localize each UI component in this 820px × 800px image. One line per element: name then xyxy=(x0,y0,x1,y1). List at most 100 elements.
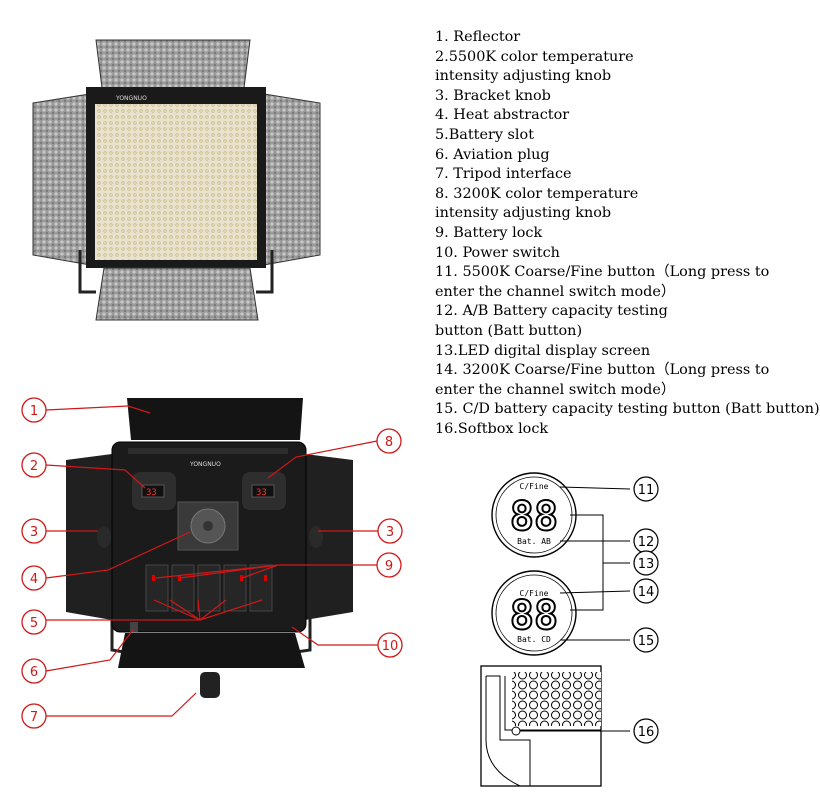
svg-text:14: 14 xyxy=(638,585,655,600)
battery-slot-5 xyxy=(249,564,273,612)
bracket-knob-right xyxy=(309,526,323,548)
svg-text:5: 5 xyxy=(30,616,38,631)
callout-6: 6 xyxy=(21,658,47,684)
svg-text:9: 9 xyxy=(385,559,393,574)
legend-line: 6. Aviation plug xyxy=(435,146,550,163)
battery-lock-1 xyxy=(152,575,155,581)
callout-8: 8 xyxy=(376,428,402,454)
lcd-bottom-label-bat: Bat. CD xyxy=(517,635,551,644)
lcd-bottom-label-fine: C/Fine xyxy=(520,589,549,598)
softbox-detail: 16 xyxy=(480,665,659,787)
svg-text:1: 1 xyxy=(30,404,38,419)
back-barndoor-bottom xyxy=(118,633,305,668)
legend-line: intensity adjusting knob xyxy=(435,68,612,85)
tripod-interface xyxy=(200,672,220,698)
callout-7: 7 xyxy=(21,703,47,729)
svg-text:8: 8 xyxy=(385,435,393,450)
svg-text:3: 3 xyxy=(30,525,38,540)
svg-text:4: 4 xyxy=(30,572,38,587)
front-bracket xyxy=(78,250,274,294)
softbox-lock xyxy=(511,726,521,736)
legend-line: 10. Power switch xyxy=(435,244,560,261)
callout-15: 15 xyxy=(633,627,659,653)
diagram-canvas: YONGNUO YONGNUO 33 33 xyxy=(21,39,659,787)
callout-13: 13 xyxy=(633,550,659,576)
battery-lock-2 xyxy=(178,575,181,581)
right-display-digits: 33 xyxy=(256,488,267,498)
lcd-top-digits: 88 xyxy=(510,494,558,540)
legend-line: 9. Battery lock xyxy=(435,224,543,241)
callout-2: 2 xyxy=(21,452,47,478)
callout-16: 16 xyxy=(633,718,659,744)
svg-text:10: 10 xyxy=(382,639,399,654)
callout-3-left: 3 xyxy=(21,518,47,544)
legend-line: 16.Softbox lock xyxy=(435,420,549,437)
legend-line: button (Batt button) xyxy=(435,322,583,339)
legend-line: 14. 3200K Coarse/Fine button（Long press … xyxy=(435,362,770,379)
callout-11: 11 xyxy=(633,476,659,502)
legend-line: 7. Tripod interface xyxy=(435,166,572,183)
lcd-detail: C/Fine 88 Bat. AB C/Fine 88 Bat. CD 11 xyxy=(491,472,659,656)
fan-hub xyxy=(203,521,213,531)
back-callouts: 1 2 3 4 5 6 7 8 3 9 10 xyxy=(21,397,403,729)
legend-line: enter the channel switch mode） xyxy=(435,283,676,300)
battery-lock-4 xyxy=(264,575,267,581)
lcd-leader-lines xyxy=(559,486,631,641)
front-barndoor-right xyxy=(257,92,321,267)
callout-1: 1 xyxy=(21,397,47,423)
svg-text:7: 7 xyxy=(30,710,38,725)
battery-slot-1 xyxy=(145,564,169,612)
svg-text:16: 16 xyxy=(638,725,655,740)
svg-text:11: 11 xyxy=(638,483,655,498)
softbox-led-grid xyxy=(512,672,601,726)
lcd-bottom: C/Fine 88 Bat. CD xyxy=(491,570,577,656)
svg-text:6: 6 xyxy=(30,665,38,680)
legend-line: 15. C/D battery capacity testing button … xyxy=(435,401,820,418)
callout-14: 14 xyxy=(633,578,659,604)
product-diagram: 1. Reflector 2.5500K color temperature int… xyxy=(21,28,820,787)
back-barndoor-top xyxy=(127,398,303,440)
left-display xyxy=(141,484,165,498)
svg-text:15: 15 xyxy=(638,634,655,649)
lcd-top-label-bat: Bat. AB xyxy=(517,537,551,546)
legend-line: intensity adjusting knob xyxy=(435,205,612,222)
front-barndoor-bottom xyxy=(95,267,259,321)
callout-9: 9 xyxy=(376,552,402,578)
front-view: YONGNUO xyxy=(32,39,321,321)
parts-legend: 1. Reflector 2.5500K color temperature int… xyxy=(435,28,820,439)
bracket-knob-left xyxy=(97,526,111,548)
svg-text:13: 13 xyxy=(638,557,655,572)
svg-text:2: 2 xyxy=(30,459,38,474)
back-view: YONGNUO 33 33 xyxy=(66,398,353,698)
callout-10: 10 xyxy=(377,632,403,658)
legend-line: 5.Battery slot xyxy=(435,126,534,143)
svg-text:3: 3 xyxy=(386,525,394,540)
right-display xyxy=(251,484,275,498)
legend-line: 3. Bracket knob xyxy=(435,87,551,104)
callout-4: 4 xyxy=(21,565,47,591)
callout-5: 5 xyxy=(21,609,47,635)
svg-text:12: 12 xyxy=(638,535,655,550)
legend-line: 1. Reflector xyxy=(435,29,521,45)
legend-line: enter the channel switch mode） xyxy=(435,381,676,398)
lcd-top-label-fine: C/Fine xyxy=(520,482,549,491)
callout-12: 12 xyxy=(633,528,659,554)
legend-line: 11. 5500K Coarse/Fine button（Long press … xyxy=(435,264,770,281)
legend-line: 8. 3200K color temperature xyxy=(435,185,639,202)
back-barndoor-right xyxy=(305,454,353,620)
legend-line: 13.LED digital display screen xyxy=(435,342,651,359)
back-brand: YONGNUO xyxy=(189,461,221,468)
legend-line: 12. A/B Battery capacity testing xyxy=(435,303,668,320)
aviation-plug xyxy=(130,622,138,632)
callout-3-right: 3 xyxy=(377,518,403,544)
legend-line: 2.5500K color temperature xyxy=(435,48,634,65)
front-led-panel xyxy=(95,104,257,260)
back-top-strip xyxy=(128,448,288,454)
back-callout-lines xyxy=(45,405,378,717)
left-display-digits: 33 xyxy=(146,488,157,498)
lcd-bottom-digits: 88 xyxy=(510,593,558,639)
battery-lock-3 xyxy=(240,575,243,581)
back-barndoor-left xyxy=(66,454,112,620)
lcd-top: C/Fine 88 Bat. AB xyxy=(491,472,577,558)
battery-slot-3 xyxy=(197,564,221,612)
